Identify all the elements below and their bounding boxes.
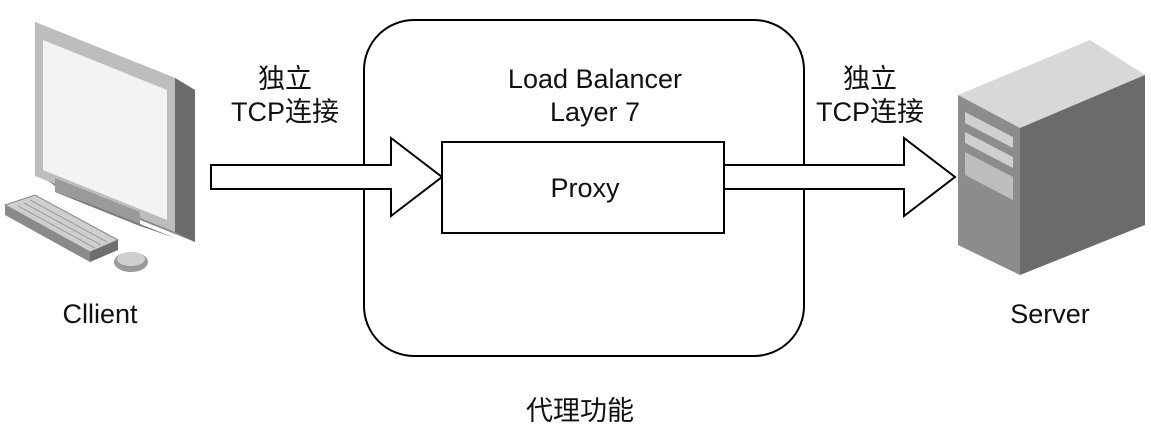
mouse-top — [117, 252, 145, 266]
server-bay-1 — [965, 112, 1013, 148]
load-balancer-line2: Layer 7 — [549, 97, 641, 127]
left-connection-line1: 独立 — [258, 64, 312, 94]
load-balancer-line1: Load Balancer — [507, 64, 683, 94]
server-bay-2 — [965, 132, 1013, 168]
client-label: Cllient — [62, 299, 138, 329]
diagram-caption: 代理功能 — [526, 396, 634, 426]
proxy-box — [441, 141, 725, 234]
right-connection-arrow — [723, 135, 957, 219]
right-connection-line2: TCP连接 — [816, 97, 924, 127]
monitor-stand-base — [55, 192, 175, 238]
monitor-screen — [43, 40, 167, 220]
right-connection-line1: 独立 — [843, 64, 897, 94]
server-side — [1020, 75, 1145, 275]
keyboard-front — [5, 205, 90, 262]
left-connection-label: 独立 TCP连接 — [205, 63, 365, 129]
desktop-computer-icon — [3, 22, 195, 272]
right-connection-label: 独立 TCP连接 — [790, 63, 950, 129]
server-top — [958, 40, 1145, 128]
server-tower-icon — [958, 40, 1145, 275]
keyboard-keys — [17, 199, 108, 249]
left-connection-line2: TCP连接 — [231, 97, 339, 127]
proxy-label: Proxy — [550, 173, 620, 203]
keyboard-side — [90, 240, 118, 262]
left-connection-arrow — [210, 135, 444, 219]
server-bay-3 — [965, 152, 1013, 200]
server-label: Server — [1010, 299, 1090, 329]
monitor-side — [175, 78, 195, 242]
load-balancer-title: Load Balancer Layer 7 — [450, 63, 740, 129]
monitor-stand — [55, 178, 140, 226]
